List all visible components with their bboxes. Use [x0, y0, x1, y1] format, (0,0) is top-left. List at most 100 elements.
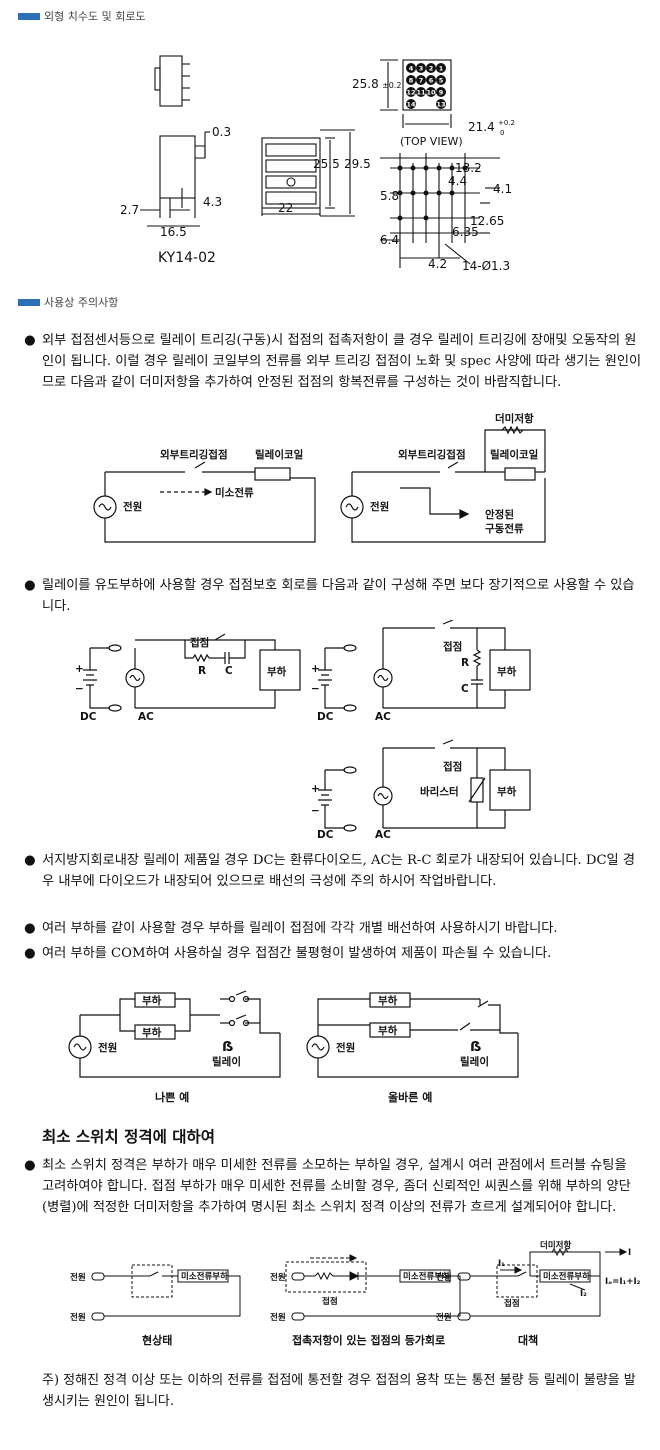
dim-label: 29.5: [344, 157, 371, 171]
pin-number: 9: [439, 89, 444, 97]
bullet-icon: ●: [24, 1158, 36, 1173]
dim-label: 5.8: [380, 189, 399, 203]
contact-label: 접점: [443, 641, 462, 653]
dim-label: 13.2: [455, 161, 482, 175]
power-label: 전원: [370, 500, 389, 513]
load-label: 부하: [378, 994, 398, 1007]
pin-number: 14: [406, 101, 416, 109]
dim-tolerance: +0.2: [498, 119, 515, 127]
pin-number: 6: [429, 77, 434, 85]
dim-label: 4.2: [428, 257, 447, 271]
paragraph-text: 외부 접점센서등으로 릴레이 트리깅(구동)시 접점의 접촉저항이 클 경우 릴…: [42, 333, 642, 390]
dim-label: 4.4: [448, 174, 467, 188]
ac-label: AC: [375, 829, 391, 840]
relay-coil-label: 릴레이코일: [255, 448, 303, 461]
bullet-icon: ●: [24, 946, 36, 961]
dim-label: 21.4: [468, 120, 495, 134]
dim-tolerance: ±0.2: [382, 81, 401, 90]
dim-label: 16.5: [160, 225, 187, 239]
dim-label: 0.3: [212, 125, 231, 139]
pin-circle: [406, 63, 416, 73]
pin-circle: [426, 87, 436, 97]
pin-circle: [406, 99, 416, 109]
caution-paragraph-1: ● 외부 접점센서등으로 릴레이 트리깅(구동)시 접점의 접촉저항이 클 경우…: [24, 330, 642, 393]
i-label: I: [628, 1248, 631, 1258]
varistor-label: 바리스터: [420, 785, 459, 798]
pin-number: 11: [416, 89, 426, 97]
dim-label: 12.65: [470, 214, 504, 228]
multi-load-figure: 부하 부하 전원 ẞ 릴레이 나쁜 예 부하 부하 전원 ẞ 릴레이 올바른 예: [68, 990, 519, 1104]
caption-current: 현상태: [142, 1333, 172, 1347]
caption-equivalent: 접촉저항이 있는 접점의 등가회로: [292, 1333, 445, 1347]
load-label: 부하: [142, 1026, 162, 1039]
bullet-icon: ●: [24, 921, 36, 936]
pin-number: 10: [426, 89, 436, 97]
pin-number: 13: [436, 101, 445, 109]
caution-paragraph-3: ● 서지방지회로내장 릴레이 제품일 경우 DC는 환류다이오드, AC는 R-…: [24, 850, 642, 892]
min-switch-heading: 최소 스위치 정격에 대하여: [42, 1128, 216, 1146]
paragraph-text: 여러 부하를 COM하여 사용하실 경우 접점간 불평형이 발생하여 제품이 파…: [42, 946, 552, 961]
paragraph-text: 릴레이를 유도부하에 사용할 경우 접점보호 회로를 다음과 같이 구성해 주면…: [42, 578, 635, 614]
paragraph-text: 서지방지회로내장 릴레이 제품일 경우 DC는 환류다이오드, AC는 R-C …: [42, 853, 636, 889]
micro-current-label: 미소전류: [215, 486, 254, 499]
minus-label: −: [311, 683, 320, 695]
dim-label: 4.3: [203, 195, 222, 209]
good-example-caption: 올바른 예: [388, 1090, 432, 1104]
pin-circle: [426, 75, 436, 85]
current-formula: Iₒ=I₁+I₂: [605, 1277, 641, 1287]
plus-label: +: [311, 783, 320, 795]
pin-number: 5: [439, 77, 444, 85]
power-label: 전원: [436, 1312, 452, 1323]
contact-label: 접점: [322, 1296, 338, 1307]
min-switch-figure: 전원 전원 미소전류부하 전원 전원 미소전류부하 접점 전원 전원 미소전류부…: [70, 1240, 641, 1347]
pin-number: 3: [419, 65, 424, 73]
top-view-label: (TOP VIEW): [400, 135, 463, 148]
dim-label: 25.8: [352, 77, 379, 91]
caution-paragraph-2: ● 릴레이를 유도부하에 사용할 경우 접점보호 회로를 다음과 같이 구성해 …: [24, 575, 642, 617]
plus-label: +: [75, 663, 84, 675]
dummy-label: 더미저항: [540, 1240, 571, 1251]
stable-current-label: 안정된: [485, 508, 514, 521]
ac-label: AC: [375, 711, 391, 723]
load-label: 부하: [497, 785, 517, 798]
dim-label: 25.5: [313, 157, 340, 171]
section-title-dimensions: 외형 치수도 및 회로도: [18, 8, 146, 24]
power-label: 전원: [98, 1041, 117, 1054]
contact-label: 접점: [443, 761, 462, 773]
section-title-text: 사용상 주의사항: [44, 296, 119, 309]
c-label: C: [225, 665, 233, 677]
stable-current-label: 구동전류: [485, 522, 524, 535]
minus-label: −: [311, 805, 320, 817]
dc-label: DC: [317, 829, 334, 840]
r-label: R: [198, 665, 206, 677]
pin-number: 4: [409, 65, 414, 73]
pin-circle: [416, 75, 426, 85]
power-label: 전원: [270, 1312, 286, 1323]
model-label: KY14-02: [158, 250, 216, 266]
section-bar-icon: [18, 298, 40, 306]
i1-label: I₁: [498, 1259, 505, 1269]
paragraph-text: 여러 부하를 같이 사용할 경우 부하를 릴레이 접점에 각각 개별 배선하여 …: [42, 921, 558, 936]
pin-circle: [416, 87, 426, 97]
bullet-icon: ●: [24, 333, 36, 348]
relay-coil-icon: ẞ: [470, 1040, 482, 1055]
relay-coil-icon: ẞ: [222, 1040, 234, 1055]
bullet-icon: ●: [24, 853, 36, 868]
trigger-circuit-figure: 외부트리깅접점 릴레이코일 전원 미소전류 더미저항 외부트리깅접점 릴레이코일…: [93, 412, 546, 543]
dim-label: 2.7: [120, 203, 139, 217]
relay-label: 릴레이: [460, 1055, 489, 1068]
pin-number: 12: [406, 89, 415, 97]
pin-number: 1: [439, 65, 444, 73]
c-label: C: [461, 683, 469, 695]
pin-circle: [426, 63, 436, 73]
power-label: 전원: [70, 1312, 86, 1323]
pin-circle: [436, 63, 446, 73]
load-label: 부하: [267, 665, 287, 678]
micro-load-label: 미소전류부하: [181, 1271, 228, 1282]
power-label: 전원: [436, 1272, 452, 1283]
external-contact-label: 외부트리깅접점: [160, 448, 228, 461]
caution-paragraph-4: ● 여러 부하를 같이 사용할 경우 부하를 릴레이 접점에 각각 개별 배선하…: [24, 918, 642, 939]
power-label: 전원: [123, 500, 142, 513]
pin-number: 8: [409, 77, 414, 85]
